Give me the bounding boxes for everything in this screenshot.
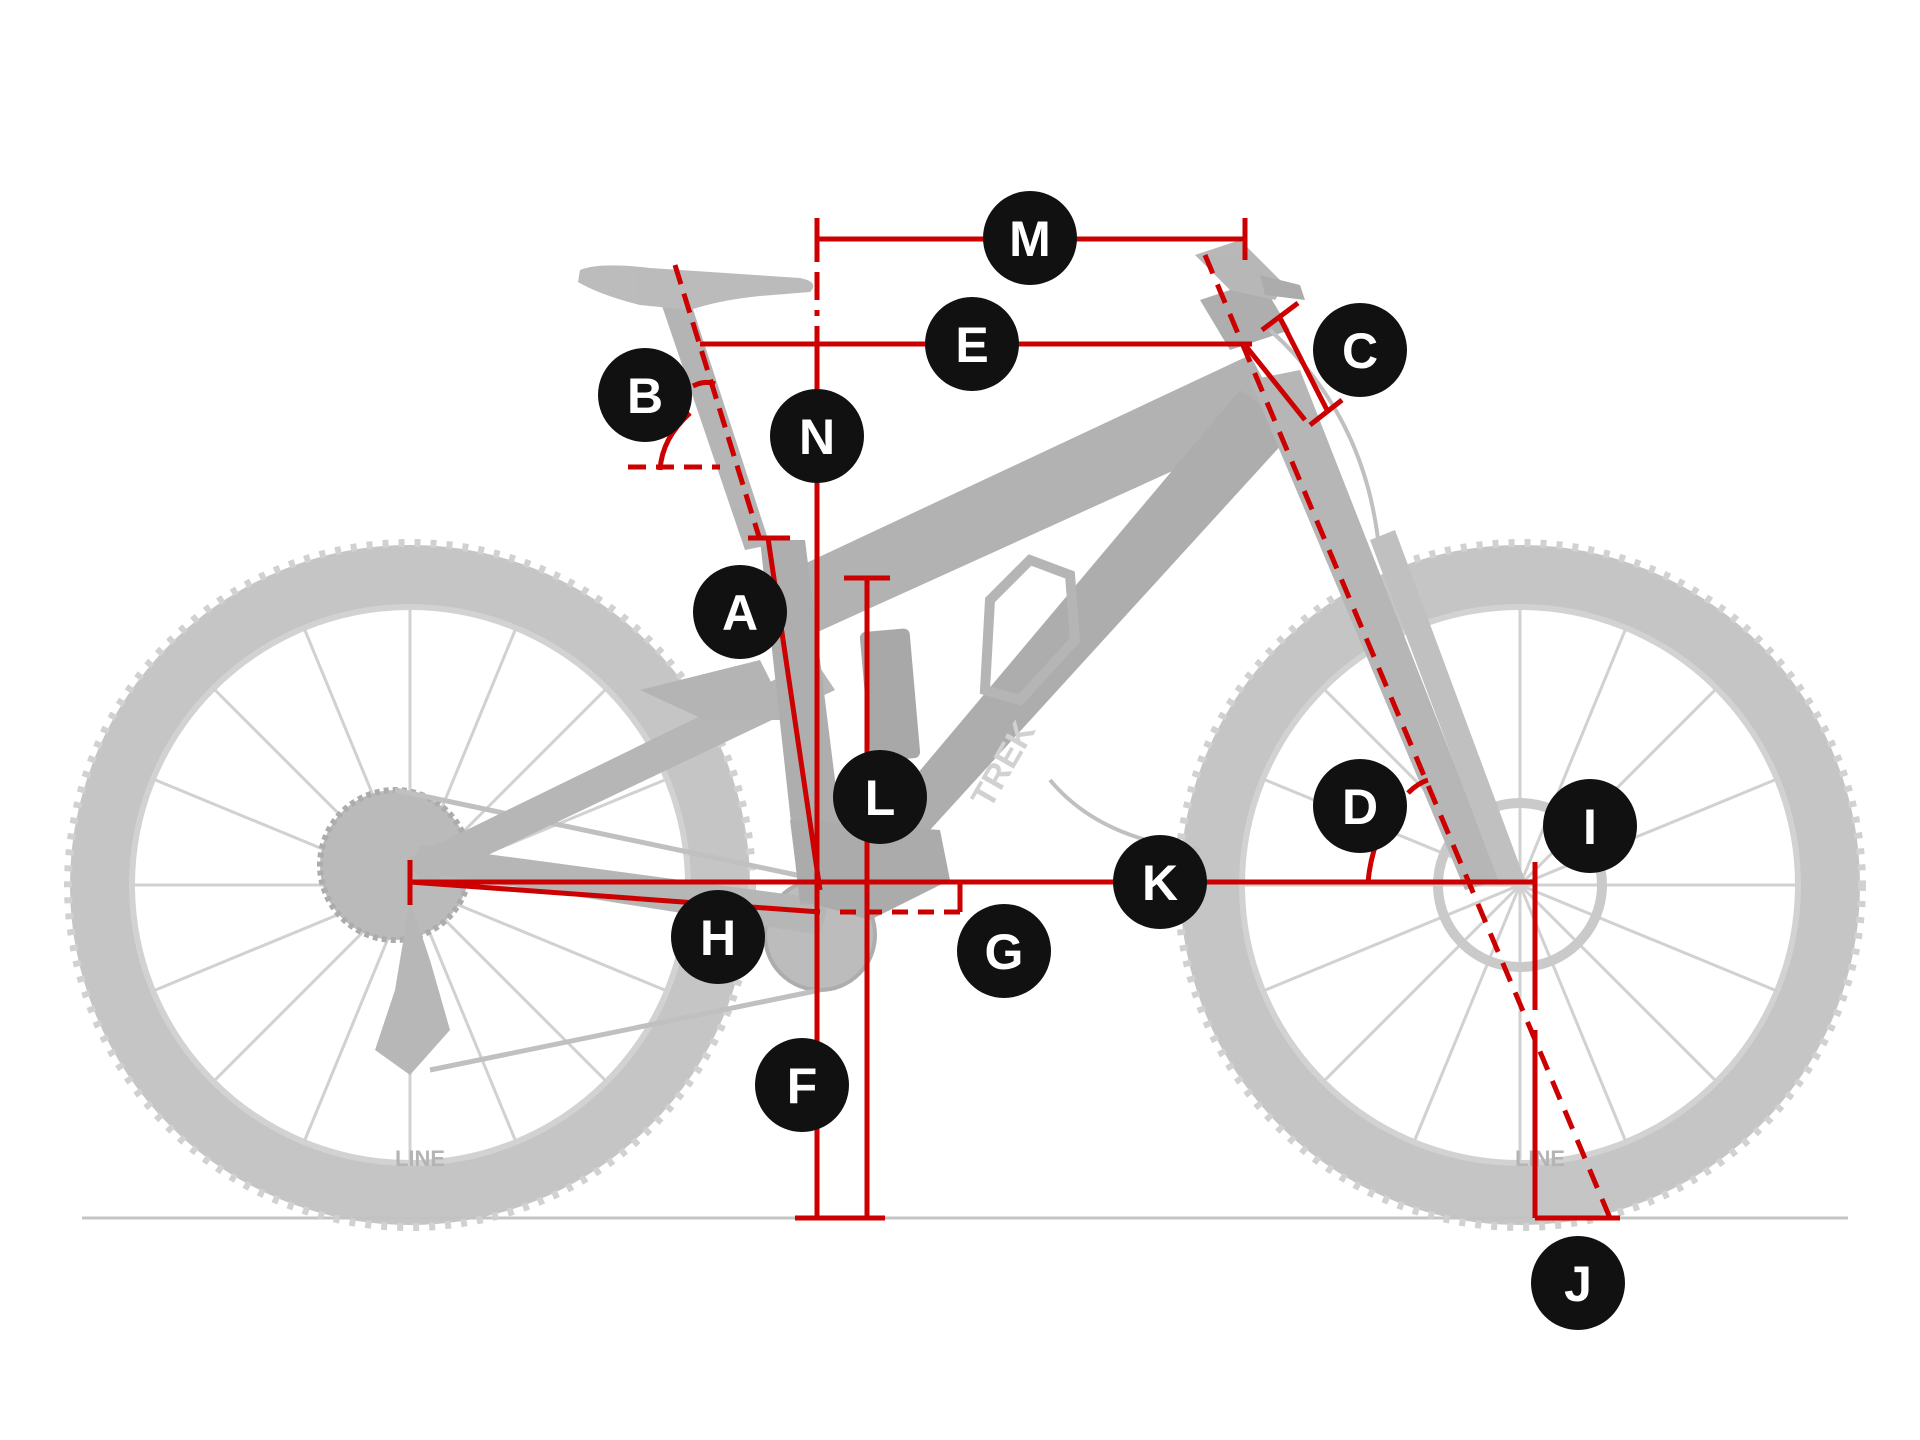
badge-N: N xyxy=(770,389,864,483)
badge-L-text: L xyxy=(865,770,896,826)
badge-A: A xyxy=(693,565,787,659)
badge-C-text: C xyxy=(1342,323,1378,379)
badge-E: E xyxy=(925,297,1019,391)
badge-C: C xyxy=(1313,303,1407,397)
badge-H: H xyxy=(671,890,765,984)
badge-I: I xyxy=(1543,779,1637,873)
line-B xyxy=(672,264,763,541)
seatpost xyxy=(660,300,770,550)
badge-L: L xyxy=(833,750,927,844)
badge-K: K xyxy=(1113,835,1207,929)
badge-J-text: J xyxy=(1564,1256,1592,1312)
badge-D-text: D xyxy=(1342,779,1378,835)
fork xyxy=(1250,370,1500,890)
rear-shock xyxy=(859,628,921,762)
cable xyxy=(1268,328,1382,561)
label-badges: M E C B N A L D xyxy=(598,191,1637,1330)
line-head-angle xyxy=(1202,254,1613,1219)
badge-J: J xyxy=(1531,1236,1625,1330)
top-tube xyxy=(770,355,1285,640)
saddle xyxy=(578,265,814,310)
badge-A-text: A xyxy=(722,585,758,641)
badge-I-text: I xyxy=(1583,799,1597,855)
bottle-cage xyxy=(979,554,1081,706)
badge-M: M xyxy=(983,191,1077,285)
badge-G-text: G xyxy=(985,924,1024,980)
badge-E-text: E xyxy=(955,317,988,373)
rear-tire-brand: LINE xyxy=(395,1146,445,1171)
rear-derailleur xyxy=(375,900,450,1075)
badge-B: B xyxy=(598,348,692,442)
badge-G: G xyxy=(957,904,1051,998)
badge-F-text: F xyxy=(787,1058,818,1114)
badge-M-text: M xyxy=(1009,211,1051,267)
badge-K-text: K xyxy=(1142,855,1178,911)
badge-N-text: N xyxy=(799,409,835,465)
front-tire-brand: LINE xyxy=(1515,1146,1565,1171)
front-wheel: LINE xyxy=(1174,539,1866,1231)
badge-B-text: B xyxy=(627,368,663,424)
badge-D: D xyxy=(1313,759,1407,853)
down-tube xyxy=(870,390,1295,830)
brake-lever xyxy=(1260,275,1305,300)
badge-F: F xyxy=(755,1038,849,1132)
badge-H-text: H xyxy=(700,910,736,966)
line-C xyxy=(1243,343,1307,422)
